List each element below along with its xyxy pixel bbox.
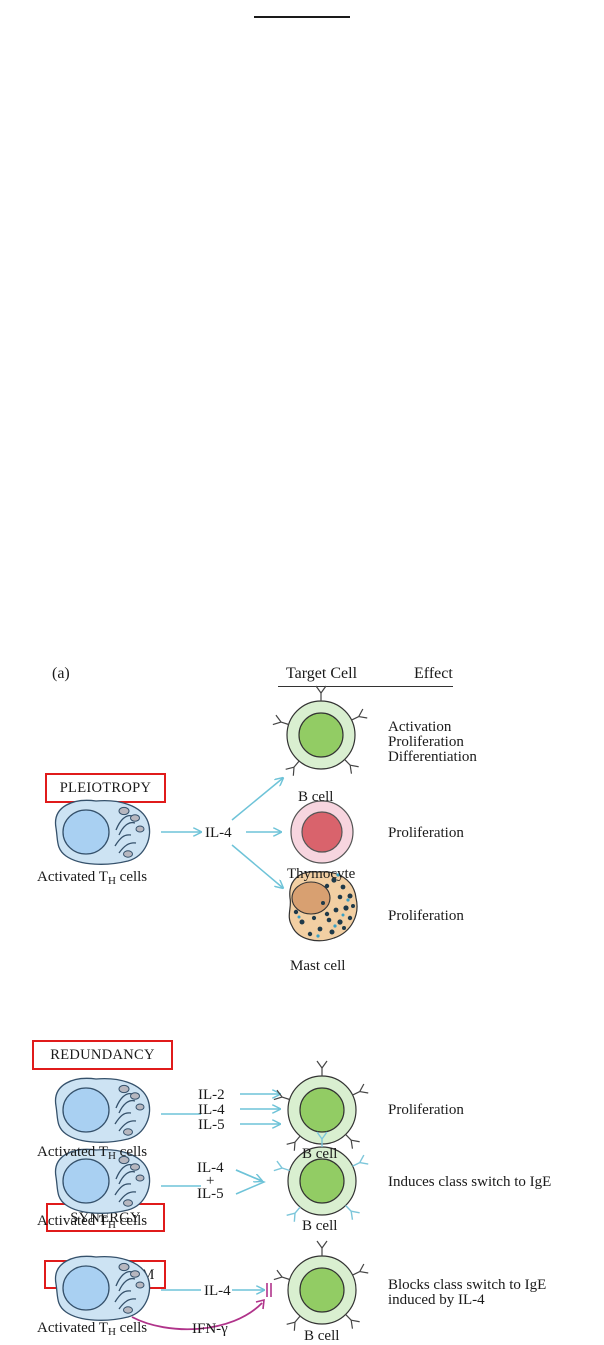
top-rule (254, 16, 350, 18)
th-cell-pleiotropy (54, 799, 151, 865)
target-name-b-cell: B cell (298, 789, 334, 805)
effect-mast-cell: Proliferation (388, 908, 464, 924)
effect-thymocyte: Proliferation (388, 825, 464, 841)
cytokine-plus: + (206, 1173, 215, 1189)
cytokine-il4-pleiotropy: IL-4 (205, 825, 232, 841)
source-label-synergy: Activated TH cells (37, 1213, 148, 1231)
th-cell-antagonism (54, 1255, 151, 1321)
label-redundancy: REDUNDANCY (32, 1040, 173, 1070)
antagonist-ifn-gamma: IFN-γ (192, 1321, 228, 1337)
target-name-mast-cell: Mast cell (290, 958, 346, 974)
source-label-antagonism: Activated TH cells (37, 1320, 148, 1338)
target-name-b-cell-antagonism: B cell (304, 1328, 340, 1344)
mast-cell (288, 871, 358, 942)
cytokine-il5-synergy: IL-5 (197, 1186, 224, 1202)
b-cell-antagonism (274, 1241, 368, 1331)
effect-b-cell-pleiotropy: Activation Proliferation Differentiation (388, 719, 477, 765)
cytokine-il4-antagonism: IL-4 (204, 1283, 231, 1299)
cytokine-il4-redundancy: IL-4 (198, 1102, 225, 1118)
header-rule (278, 686, 453, 687)
cytokine-il5-redundancy: IL-5 (198, 1117, 225, 1133)
effect-redundancy: Proliferation (388, 1102, 464, 1118)
target-name-b-cell-redundancy: B cell (302, 1146, 338, 1162)
target-name-b-cell-synergy: B cell (302, 1218, 338, 1234)
header-target-cell: Target Cell (286, 665, 358, 682)
panel-label: (a) (52, 665, 70, 682)
b-cell-1 (273, 686, 367, 776)
effect-antagonism: Blocks class switch to IgE induced by IL… (388, 1277, 547, 1308)
source-label-pleiotropy: Activated TH cells (37, 869, 148, 887)
cytokine-il2: IL-2 (198, 1087, 225, 1103)
source-label-redundancy: Activated TH cells (37, 1144, 148, 1162)
target-name-thymocyte: Thymocyte (287, 866, 356, 882)
header-effect: Effect (414, 665, 453, 682)
thymocyte-cell (290, 800, 354, 864)
effect-synergy: Induces class switch to IgE (388, 1174, 552, 1190)
cytokine-il4-synergy: IL-4 (197, 1160, 224, 1176)
th-cell-redundancy (54, 1077, 151, 1143)
